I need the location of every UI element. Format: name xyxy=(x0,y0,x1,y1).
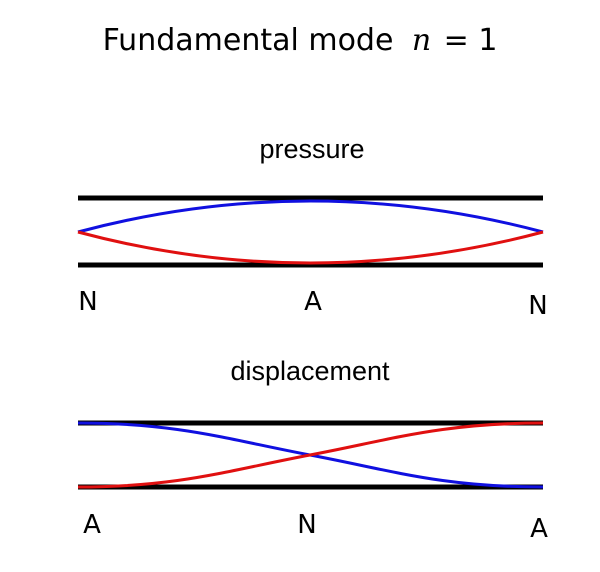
pressure-wave-positive xyxy=(77,199,544,234)
pressure-label: pressure xyxy=(259,134,364,164)
displacement-section: displacement A N A xyxy=(77,356,548,544)
pressure-wave-negative xyxy=(77,230,544,265)
pressure-section: pressure N A N xyxy=(77,134,548,321)
title-relation: = 1 xyxy=(444,23,498,58)
displacement-node-label-center: N xyxy=(297,510,316,540)
displacement-antinode-label-left: A xyxy=(83,510,101,540)
displacement-wave-negative xyxy=(77,421,544,489)
pressure-antinode-label-center: A xyxy=(304,287,322,317)
displacement-label: displacement xyxy=(230,356,390,386)
title-text: Fundamental mode xyxy=(103,23,394,58)
pressure-node-label-left: N xyxy=(78,287,97,317)
pressure-node-label-right: N xyxy=(528,291,547,321)
diagram-title: Fundamental mode n = 1 xyxy=(103,23,498,58)
displacement-antinode-label-right: A xyxy=(530,514,548,544)
title-variable: n xyxy=(412,23,431,58)
